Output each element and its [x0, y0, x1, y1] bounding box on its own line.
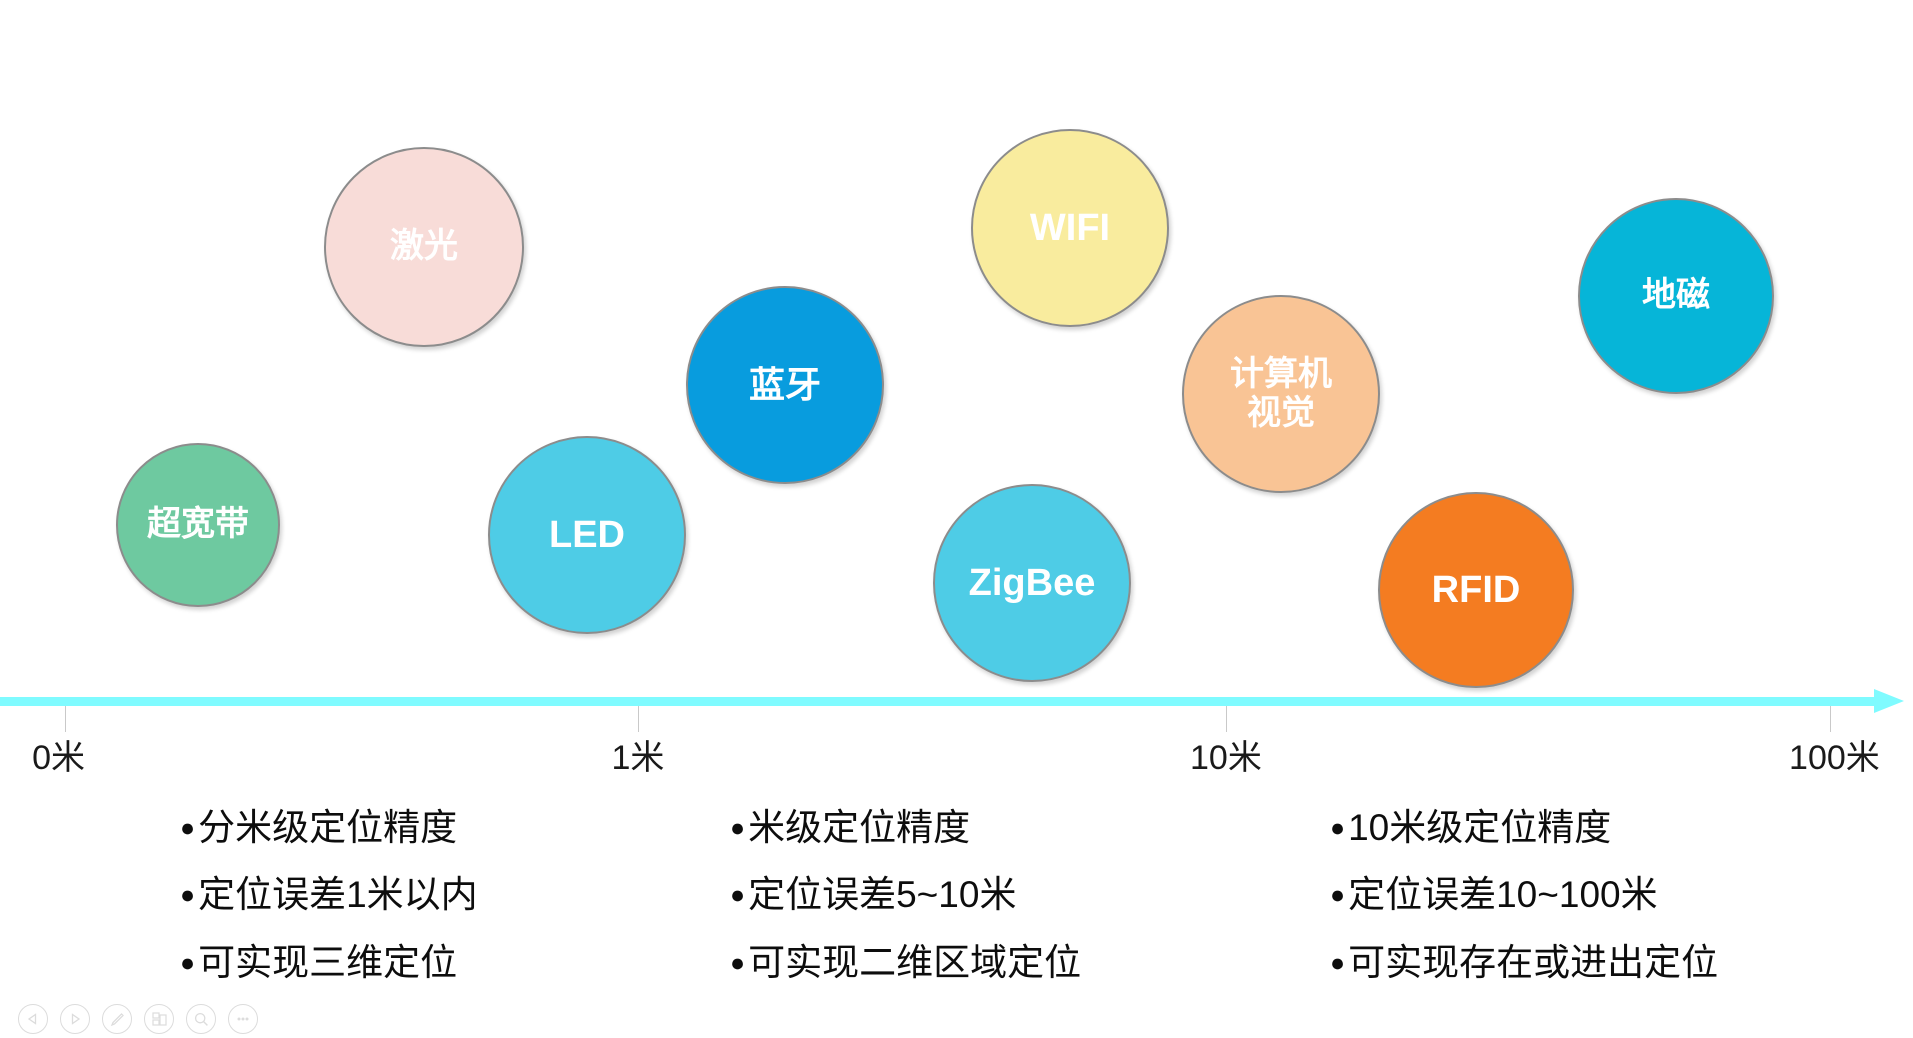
axis-tick-label: 0米	[32, 739, 86, 777]
bullet-dot-icon: ●	[730, 881, 746, 910]
annotation-column-decimeter: ●分米级定位精度●定位误差1米以内●可实现三维定位	[180, 805, 478, 1007]
bullet-dot-icon: ●	[180, 948, 196, 977]
triangle-left-icon	[27, 1013, 37, 1025]
bubble-label: WIFI	[1029, 206, 1111, 249]
annotation-column-meter: ●米级定位精度●定位误差5~10米●可实现二维区域定位	[730, 805, 1081, 1007]
bubble-label: 超宽带	[147, 505, 249, 544]
previous-slide-button[interactable]	[18, 1004, 48, 1034]
bullet-text: 可实现二维区域定位	[748, 941, 1082, 983]
axis-tick-label: 100米	[1789, 739, 1880, 777]
bubble-3: LED	[488, 436, 686, 634]
bullet-text: 米级定位精度	[748, 807, 971, 848]
ellipsis-icon	[237, 1017, 249, 1021]
bullet-dot-icon: ●	[730, 814, 746, 842]
bubble-label: 计算机 视觉	[1230, 354, 1332, 432]
bubble-2: 激光	[324, 147, 524, 347]
bullet-item: ●定位误差5~10米	[730, 872, 1081, 918]
bullet-item: ●米级定位精度	[730, 805, 1081, 851]
pen-icon	[110, 1012, 124, 1026]
more-options-button[interactable]	[228, 1004, 258, 1034]
bullet-item: ●可实现二维区域定位	[730, 940, 1081, 986]
bubble-5: WIFI	[971, 129, 1169, 327]
bullet-text: 定位误差10~100米	[1348, 874, 1658, 916]
axis-tick-label: 1米	[611, 739, 665, 777]
presentation-toolbar[interactable]	[18, 1004, 258, 1034]
bubble-9: 地磁	[1578, 198, 1774, 394]
layout-icon	[151, 1011, 167, 1026]
bubble-1: 超宽带	[116, 443, 280, 607]
bullet-dot-icon: ●	[730, 948, 746, 977]
bullet-item: ●可实现三维定位	[180, 940, 478, 986]
timeline-axis	[0, 689, 1913, 713]
bubble-label: 激光	[390, 227, 458, 266]
bubble-7: 计算机 视觉	[1182, 295, 1380, 493]
annotation-column-10meter: ●10米级定位精度●定位误差10~100米●可实现存在或进出定位	[1330, 805, 1718, 1007]
axis-tick	[638, 706, 639, 732]
bullet-item: ●可实现存在或进出定位	[1330, 940, 1718, 986]
axis-arrow-icon	[1874, 689, 1904, 713]
bullet-dot-icon: ●	[180, 814, 196, 842]
axis-line	[0, 697, 1880, 706]
bubble-label: LED	[549, 513, 625, 556]
zoom-button[interactable]	[186, 1004, 216, 1034]
axis-tick-label: 10米	[1190, 739, 1262, 777]
bullet-item: ●分米级定位精度	[180, 805, 478, 851]
bubble-label: 地磁	[1642, 276, 1710, 315]
bubble-8: RFID	[1378, 492, 1574, 688]
bullet-item: ●定位误差1米以内	[180, 872, 478, 918]
bullet-text: 定位误差5~10米	[748, 874, 1017, 916]
pen-tool-button[interactable]	[102, 1004, 132, 1034]
bullet-text: 可实现存在或进出定位	[1348, 941, 1719, 983]
bullet-text: 10米级定位精度	[1348, 807, 1612, 848]
next-slide-button[interactable]	[60, 1004, 90, 1034]
layout-button[interactable]	[144, 1004, 174, 1034]
axis-tick	[65, 706, 66, 732]
bubble-label: RFID	[1431, 568, 1521, 611]
bullet-text: 可实现三维定位	[198, 941, 458, 983]
axis-tick	[1226, 706, 1227, 732]
bullet-text: 定位误差1米以内	[198, 874, 478, 916]
bullet-dot-icon: ●	[1330, 814, 1346, 842]
bullet-dot-icon: ●	[180, 881, 196, 910]
bullet-dot-icon: ●	[1330, 948, 1346, 977]
triangle-right-icon	[71, 1013, 81, 1025]
bullet-item: ●定位误差10~100米	[1330, 872, 1718, 918]
axis-tick	[1830, 706, 1831, 732]
bullet-item: ●10米级定位精度	[1330, 805, 1718, 851]
bubble-6: ZigBee	[933, 484, 1131, 682]
bullet-dot-icon: ●	[1330, 881, 1346, 910]
bubble-label: ZigBee	[968, 561, 1096, 604]
bubble-4: 蓝牙	[686, 286, 884, 484]
magnifier-icon	[194, 1012, 208, 1026]
bullet-text: 分米级定位精度	[198, 807, 458, 848]
bubble-label: 蓝牙	[748, 364, 821, 406]
